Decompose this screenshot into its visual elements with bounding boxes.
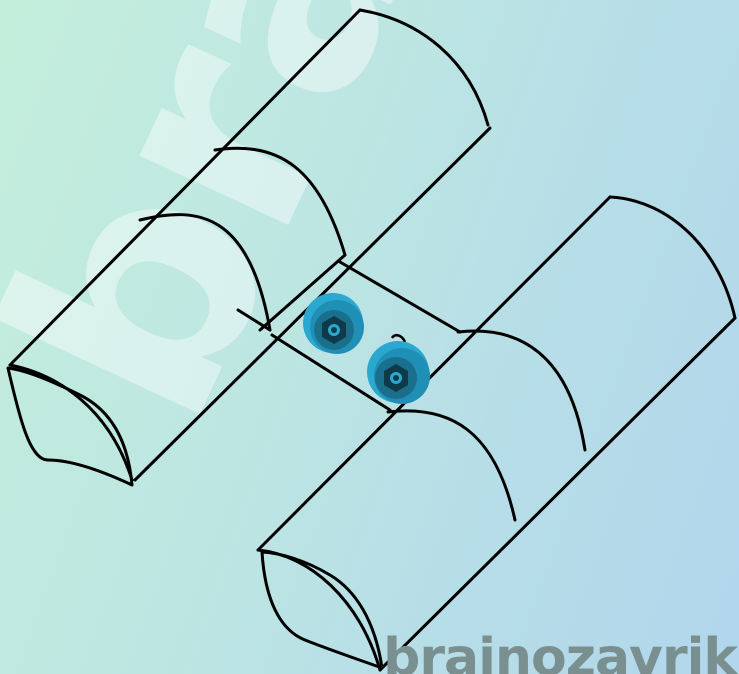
knob-right-icon [367,335,430,404]
cylinder-left-icon [8,10,490,485]
brand-logo-text: brainozavrik [383,628,737,674]
knob-left-icon [303,293,364,354]
